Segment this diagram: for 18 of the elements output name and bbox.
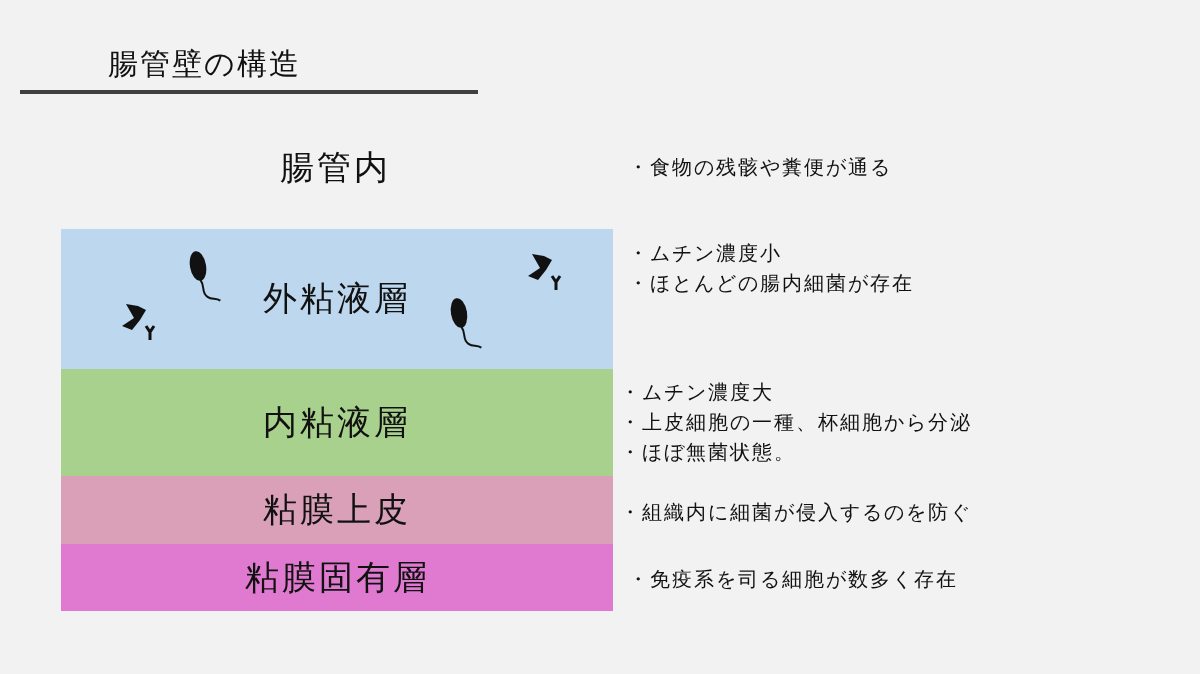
note-text: ・組織内に細菌が侵入するのを防ぐ: [620, 499, 972, 526]
title: 腸管壁の構造: [108, 45, 301, 83]
note-text: ・食物の残骸や糞便が通る: [628, 154, 892, 181]
layer-band: [61, 544, 613, 611]
layer-name: 内粘液層: [263, 400, 411, 444]
layer-band: [61, 476, 613, 544]
note-text: ・ムチン濃度大: [620, 379, 774, 406]
note-text: ・ほとんどの腸内細菌が存在: [628, 270, 914, 297]
note-text: ・上皮細胞の一種、杯細胞から分泌: [620, 409, 972, 436]
note-text: ・ほぼ無菌状態。: [620, 439, 796, 466]
region-label: 腸管内: [278, 146, 392, 189]
layer-name: 外粘液層: [263, 277, 411, 320]
layer-name: 粘膜固有層: [244, 555, 430, 599]
note-text: ・ムチン濃度小: [628, 240, 782, 267]
layer-band: [61, 229, 613, 369]
layer-name: 粘膜上皮: [263, 488, 411, 531]
layer-band: [61, 369, 613, 476]
note-text: ・免疫系を司る細胞が数多く存在: [628, 566, 958, 593]
